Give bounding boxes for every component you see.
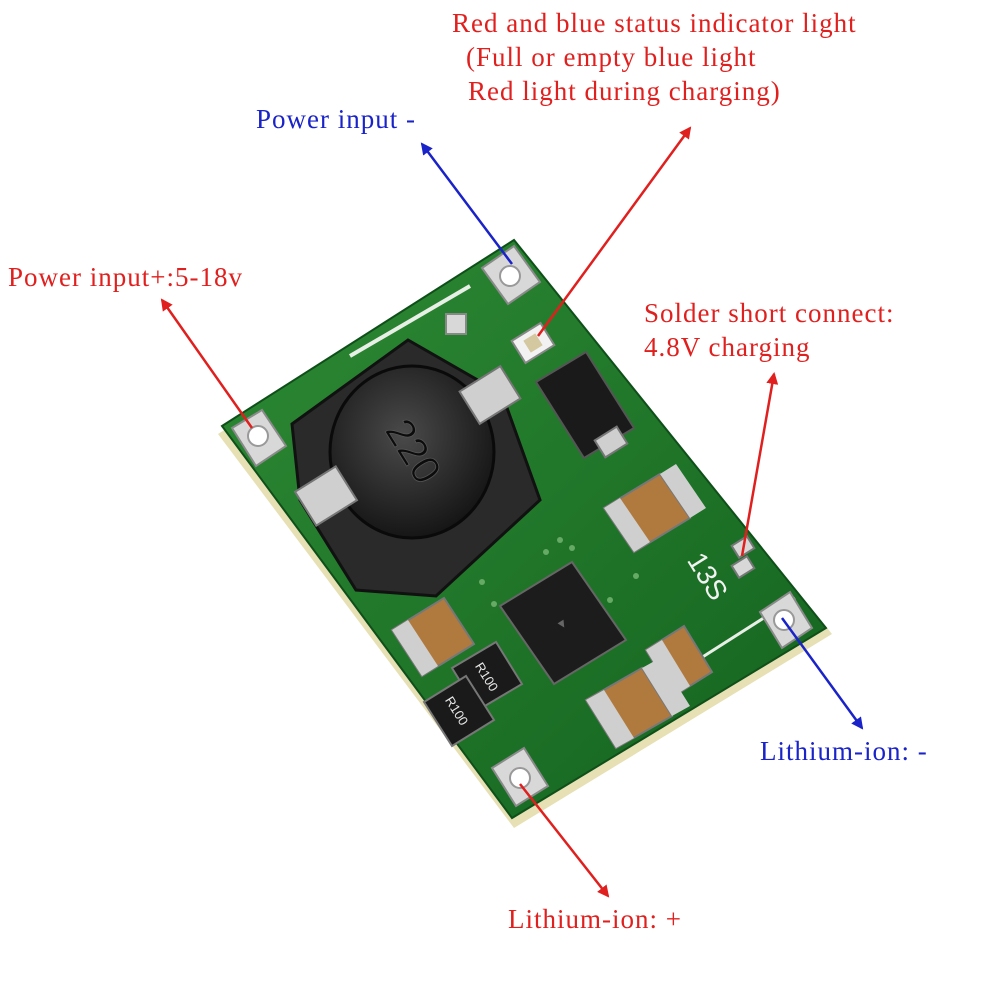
arrow-solder-short bbox=[740, 372, 779, 557]
capacitor-top-right bbox=[602, 464, 706, 554]
pad-power-input-positive bbox=[230, 408, 288, 468]
arrow-power-input-positive bbox=[160, 298, 254, 429]
inductor-component: 220 bbox=[290, 338, 542, 598]
label-status-led-line1: Red and blue status indicator light bbox=[452, 8, 857, 38]
arrow-lithium-negative bbox=[780, 617, 864, 730]
arrow-status-led bbox=[536, 126, 692, 337]
resistor-component-2: R100 bbox=[422, 674, 496, 748]
silkscreen-line bbox=[348, 284, 472, 358]
label-power-input-positive: Power input+:5-18v bbox=[8, 262, 243, 292]
solder-pad bbox=[445, 313, 467, 335]
pad-lithium-negative bbox=[758, 590, 814, 650]
label-lithium-negative: Lithium-ion: - bbox=[760, 736, 928, 766]
label-status-led-line3: Red light during charging) bbox=[468, 76, 781, 106]
capacitor-bottom bbox=[584, 658, 690, 750]
pad-lithium-positive bbox=[490, 746, 550, 808]
charger-ic: ▼ bbox=[498, 560, 628, 686]
label-lithium-positive: Lithium-ion: + bbox=[508, 904, 682, 934]
label-power-input-negative: Power input - bbox=[256, 104, 416, 134]
capacitor-left bbox=[390, 596, 476, 678]
diode-component bbox=[534, 350, 636, 460]
status-led bbox=[510, 321, 556, 365]
arrow-lithium-positive bbox=[519, 783, 610, 898]
arrow-power-input-negative bbox=[420, 142, 513, 265]
label-solder-short-line1: Solder short connect: bbox=[644, 298, 895, 328]
vias bbox=[479, 537, 639, 607]
label-solder-short-line2: 4.8V charging bbox=[644, 332, 811, 362]
label-status-led-line2: (Full or empty blue light bbox=[466, 42, 757, 72]
